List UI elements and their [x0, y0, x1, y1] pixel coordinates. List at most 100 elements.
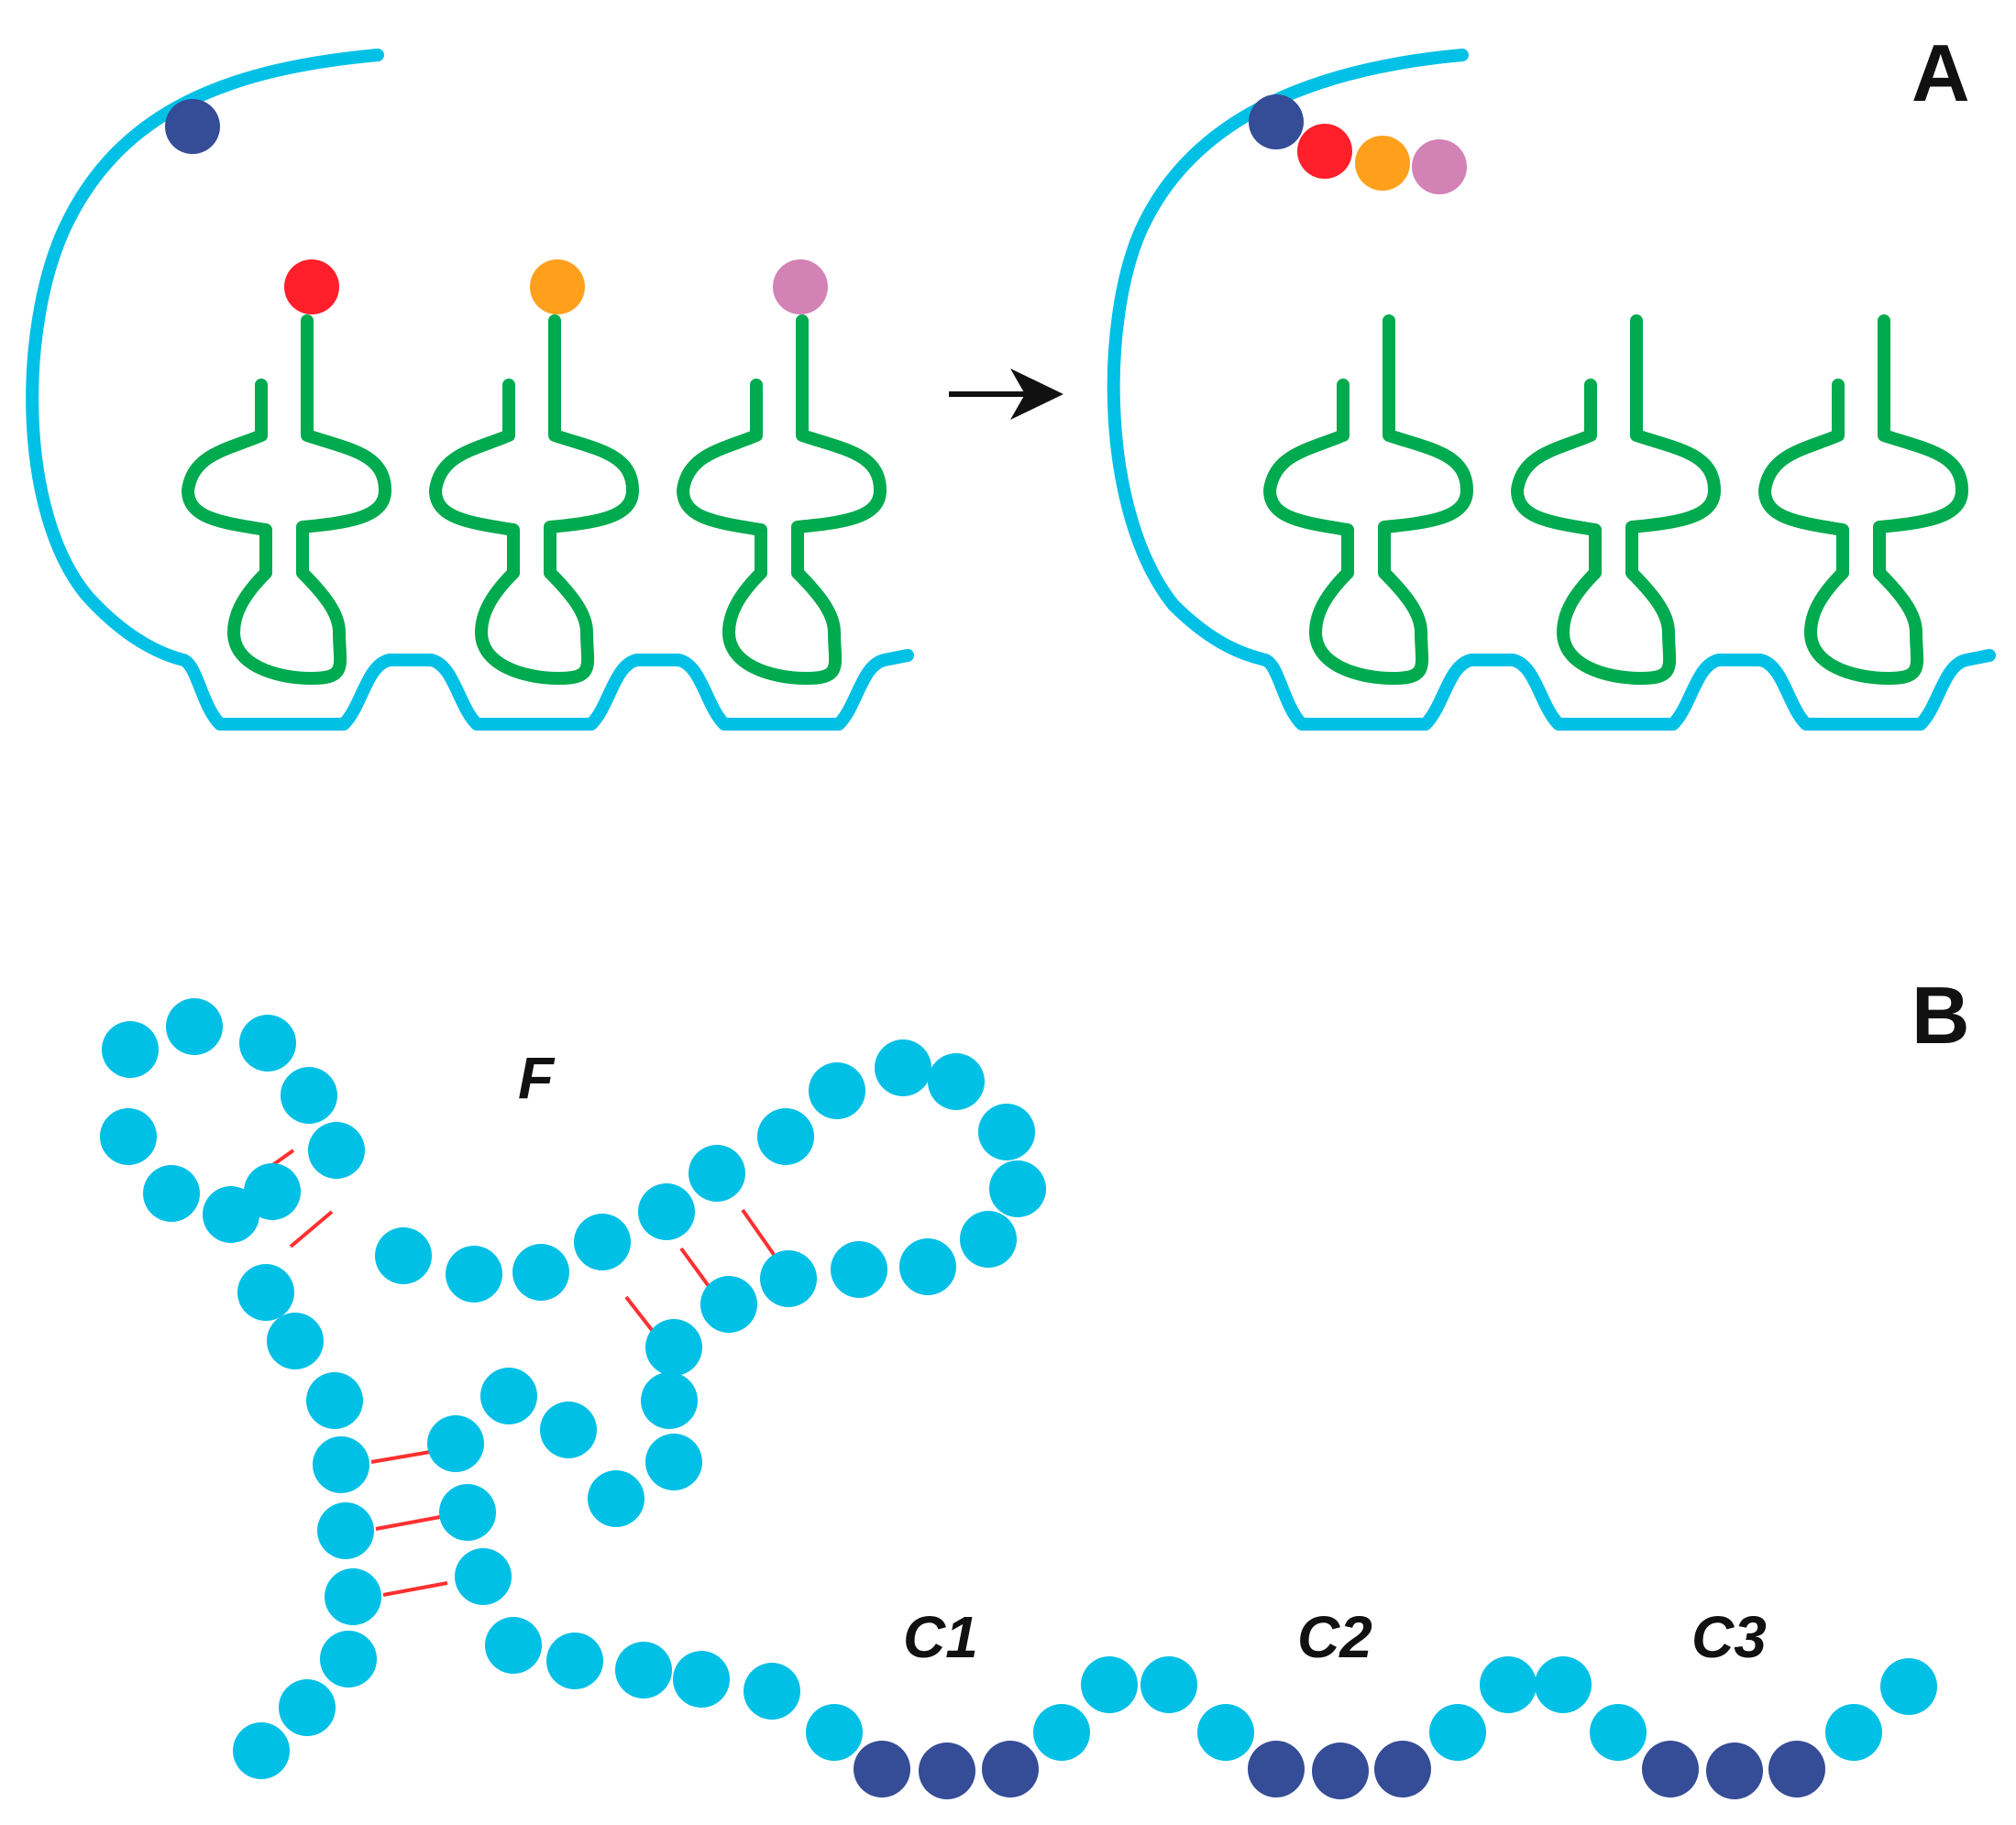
bead: [281, 1067, 337, 1124]
segment-label-c1: C1: [903, 1604, 978, 1670]
marked-bead: [1312, 1743, 1369, 1799]
bead: [102, 1021, 159, 1078]
bead: [875, 1039, 931, 1096]
bead: [1033, 1704, 1090, 1761]
state-after: [1107, 49, 1996, 731]
bead: [700, 1276, 757, 1333]
bead: [546, 1633, 603, 1689]
bead: [989, 1160, 1046, 1217]
hairpin-left-1: [182, 314, 391, 685]
bead: [325, 1568, 381, 1625]
bead: [166, 998, 223, 1055]
base-pair-bond: [375, 1515, 441, 1531]
bead: [237, 1264, 294, 1321]
bead: [1429, 1704, 1486, 1761]
anchor-bead-left: [165, 99, 220, 154]
bead: [279, 1679, 336, 1736]
base-pair-bond: [679, 1247, 715, 1294]
backbone-strand-left: [26, 49, 914, 731]
ligand-1-released: [1297, 124, 1352, 179]
bead: [485, 1617, 542, 1674]
bead: [978, 1104, 1035, 1160]
bead: [1081, 1656, 1138, 1713]
bead: [615, 1642, 672, 1699]
bead: [574, 1214, 631, 1270]
ligand-1-bound: [284, 259, 339, 314]
bead: [439, 1484, 496, 1541]
hairpin-right-2: [1511, 314, 1721, 685]
bead: [809, 1062, 865, 1119]
bead: [1590, 1704, 1647, 1761]
bead: [645, 1434, 702, 1490]
bead: [480, 1368, 537, 1424]
hairpin-group-left: [182, 314, 887, 685]
bead: [239, 1015, 296, 1072]
hairpin-left-2: [429, 314, 639, 685]
bead: [100, 1108, 157, 1165]
marked-bead: [1248, 1741, 1305, 1798]
base-pair-bond: [382, 1581, 448, 1597]
bead: [540, 1402, 597, 1458]
marked-bead: [982, 1741, 1039, 1798]
bead: [267, 1313, 324, 1369]
anchor-bead-right: [1249, 94, 1304, 149]
bead: [203, 1186, 259, 1243]
bead: [645, 1319, 702, 1376]
marked-bead: [1706, 1743, 1763, 1799]
bead: [757, 1108, 814, 1165]
ligand-2-released: [1355, 136, 1410, 191]
bead: [928, 1053, 985, 1110]
bead: [306, 1372, 363, 1429]
bead: [744, 1663, 800, 1720]
bead: [233, 1722, 290, 1779]
bead: [673, 1651, 730, 1708]
bead: [317, 1502, 374, 1559]
marked-bead: [1374, 1741, 1431, 1798]
hairpin-group-right: [1263, 314, 1968, 685]
bead: [1825, 1704, 1882, 1761]
hairpin-right-1: [1263, 314, 1473, 685]
hairpin-right-3: [1758, 314, 1968, 685]
bead: [588, 1470, 644, 1527]
bead: [831, 1241, 887, 1298]
segment-label-c2: C2: [1297, 1604, 1372, 1670]
bead: [455, 1548, 512, 1605]
base-pair-bond: [741, 1208, 777, 1258]
bead: [689, 1145, 745, 1202]
segment-label-c3: C3: [1691, 1604, 1767, 1670]
bead: [1880, 1658, 1937, 1715]
marked-bead: [854, 1741, 910, 1798]
bead: [1535, 1656, 1592, 1713]
bead: [1140, 1656, 1197, 1713]
bead: [641, 1372, 698, 1429]
bead: [1480, 1656, 1537, 1713]
bead: [512, 1244, 569, 1301]
bead: [143, 1165, 200, 1222]
backbone-strand-right: [1107, 49, 1996, 731]
bead: [960, 1211, 1017, 1268]
arrow-head: [1010, 368, 1063, 420]
bead: [427, 1415, 484, 1472]
bead: [375, 1227, 432, 1284]
ligand-3-bound: [773, 259, 828, 314]
panel-b: B F C1 C2 C3: [100, 970, 1970, 1799]
hairpin-left-3: [677, 314, 887, 685]
bead: [760, 1250, 817, 1307]
bead: [1197, 1704, 1254, 1761]
bead: [638, 1183, 695, 1240]
bead: [806, 1704, 863, 1761]
right-arrow-icon: [949, 368, 1063, 420]
bead: [899, 1238, 956, 1295]
bead: [308, 1122, 365, 1179]
marked-bead: [919, 1743, 975, 1799]
ligand-2-bound: [530, 259, 585, 314]
panel-a-label: A: [1911, 27, 1970, 118]
ligand-3-released: [1412, 139, 1467, 194]
loop-label-f: F: [518, 1045, 556, 1111]
base-pair-bond: [289, 1210, 334, 1248]
bead-chain: [100, 998, 1937, 1799]
panel-a: A: [26, 27, 1996, 731]
bead: [313, 1436, 369, 1493]
marked-bead: [1768, 1741, 1825, 1798]
